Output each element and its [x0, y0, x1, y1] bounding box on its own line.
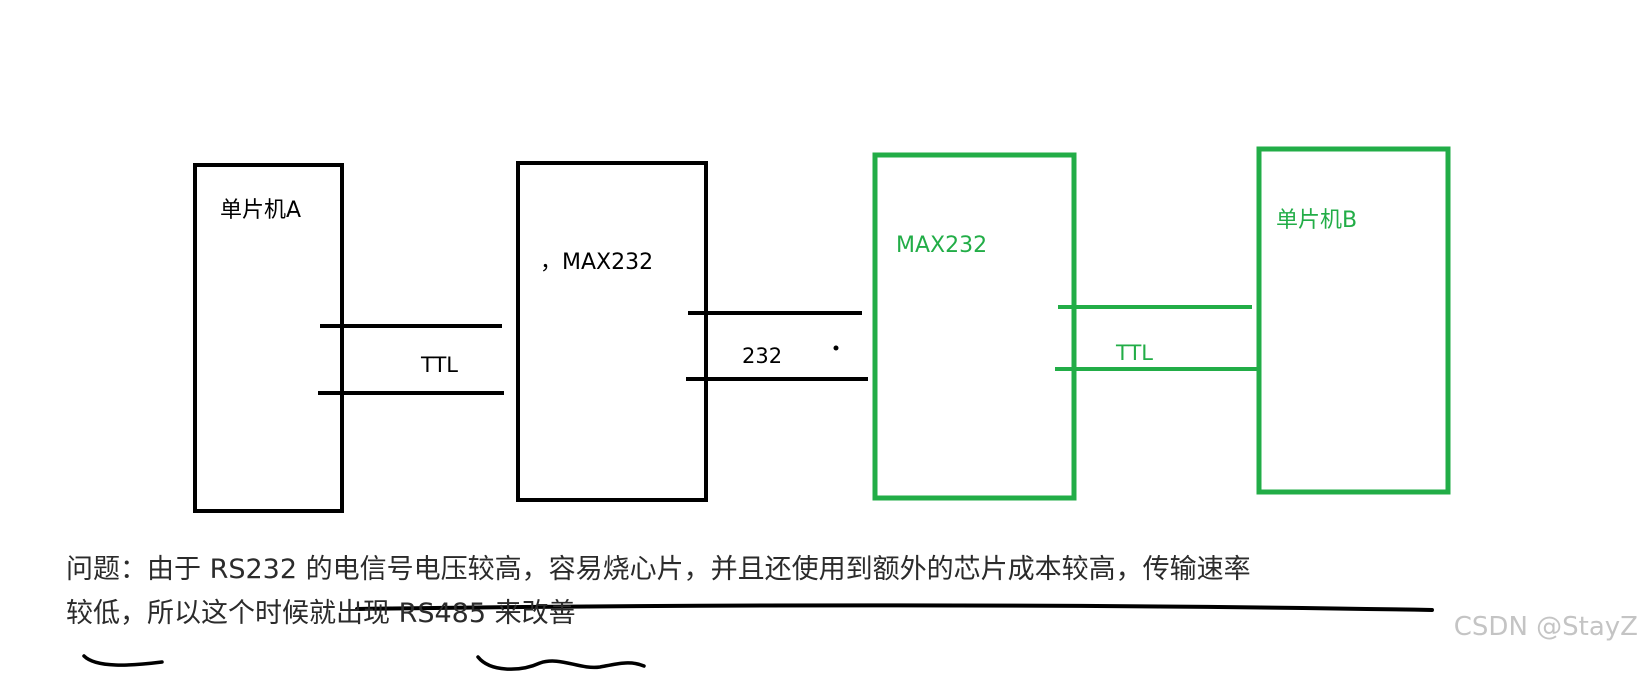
squiggle-stroke-rs485	[476, 655, 646, 671]
label-wire-232: 232	[742, 344, 782, 368]
label-max232-right: MAX232	[896, 233, 987, 258]
underline-stroke	[355, 603, 1434, 612]
caption-line-1: 问题：由于 RS232 的电信号电压较高，容易烧心片，并且还使用到额外的芯片成本…	[66, 554, 1251, 585]
stray-dot	[833, 345, 839, 351]
box-mcu-a	[193, 163, 344, 513]
caption-text: 问题：由于 RS232 的电信号电压较高，容易烧心片，并且还使用到额外的芯片成本…	[66, 548, 1566, 636]
label-mcu-b: 单片机B	[1276, 208, 1357, 233]
label-wire-ttl-left: TTL	[420, 353, 458, 377]
caption-line-2: 较低，所以这个时候就出现 RS485 来改善	[66, 598, 576, 629]
label-mcu-a: 单片机A	[220, 198, 301, 223]
label-wire-ttl-right: TTL	[1115, 341, 1153, 365]
box-max232-right	[872, 152, 1077, 501]
box-mcu-b	[1256, 146, 1451, 495]
box-max232-left	[516, 161, 708, 502]
squiggle-stroke-left	[82, 654, 164, 667]
watermark: CSDN @StayZ	[1453, 612, 1638, 642]
label-max232-left: ，MAX232	[540, 250, 653, 275]
